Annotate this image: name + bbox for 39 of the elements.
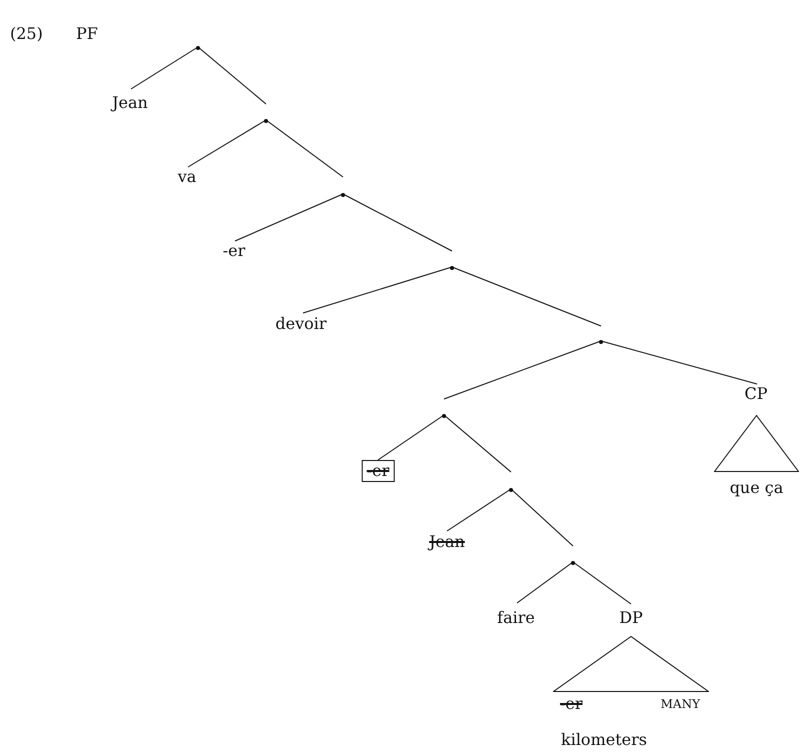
branch-point: [450, 266, 454, 270]
branch-line: [572, 562, 632, 604]
word-label: faire: [497, 603, 535, 628]
branch-point: [341, 193, 345, 197]
word-label: CP: [744, 384, 768, 404]
branch-line: [342, 194, 452, 252]
branch-line: [446, 488, 512, 532]
tree-heading: PF: [76, 24, 98, 44]
branch-line: [266, 120, 344, 178]
struck-word: Jean: [429, 531, 465, 552]
example-number: (25): [10, 24, 43, 44]
branch-line: [302, 266, 452, 314]
branch-point: [599, 340, 603, 344]
word-label: DP: [619, 604, 643, 628]
branch-point: [571, 561, 575, 565]
word-label: Jean: [112, 89, 148, 113]
branch-line: [444, 414, 512, 472]
word-label: kilometers: [561, 730, 647, 750]
branch-line: [600, 340, 758, 384]
branch-point: [196, 46, 200, 50]
word-label: va: [178, 167, 196, 187]
branch-line: [130, 46, 198, 90]
branch-line: [452, 266, 602, 326]
branch-line: [516, 562, 574, 604]
word-label: que ça: [730, 478, 784, 498]
word-label: devoir: [275, 313, 327, 334]
branch-line: [198, 46, 266, 104]
branch-line: [444, 340, 602, 400]
struck-word: -er: [560, 694, 583, 714]
branch-point: [442, 414, 446, 418]
branch-line: [510, 488, 574, 546]
branch-line: [234, 194, 344, 242]
branch-point: [509, 488, 513, 492]
word-label: -er: [222, 241, 246, 261]
branch-point: [264, 119, 268, 123]
boxed-word: -er: [362, 460, 394, 482]
branch-line: [188, 120, 266, 168]
branch-line: [378, 414, 444, 460]
small-caps-word: MANY: [660, 696, 700, 713]
